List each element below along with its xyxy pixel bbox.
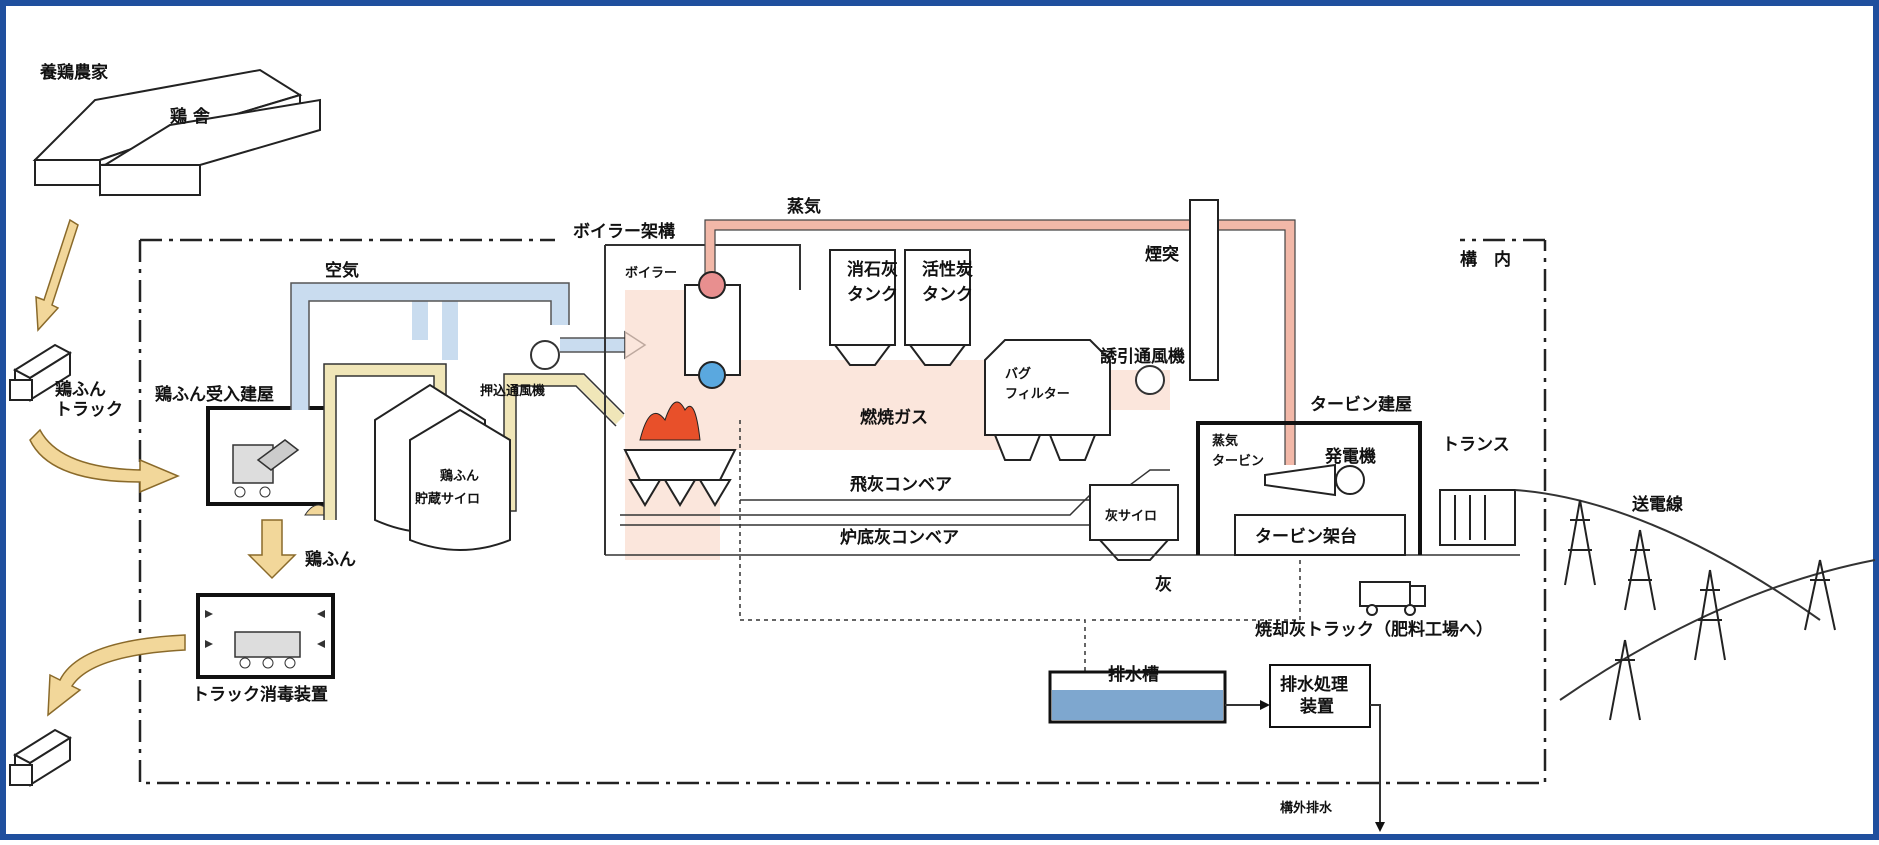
label-air: 空気 [325,260,359,281]
label-steam-turbine-1: 蒸気 [1212,433,1238,449]
label-bottom-ash-conveyor: 炉底灰コンベア [840,527,959,548]
furnace-hoppers [625,450,735,505]
label-offsite-discharge: 構外排水 [1280,800,1333,816]
outgoing-truck-icon [10,730,70,785]
label-boiler: ボイラー [625,265,677,281]
label-premises: 構 内 [1460,249,1511,270]
discharge-line [1370,705,1380,830]
label-generator: 発電機 [1324,446,1376,467]
label-ash-truck: 焼却灰トラック（肥料工場へ） [1255,619,1493,640]
label-forced-draft-fan: 押込通風機 [480,383,545,399]
henhouse-illustration [35,70,320,195]
label-storage-silo-1: 鶏ふん [440,468,479,484]
label-receiving-building: 鶏ふん受入建屋 [155,384,274,405]
storage-silos [375,385,510,550]
label-ash-silo: 灰サイロ [1105,508,1157,524]
label-wastewater-treatment-2: 装置 [1299,696,1334,717]
label-boiler-structure: ボイラー架構 [573,221,675,242]
label-induced-draft-fan: 誘引通風機 [1100,346,1185,367]
label-wastewater-treatment-1: 排水処理 [1280,674,1348,695]
label-bag-filter-2: フィルター [1005,387,1070,402]
label-steam-turbine-2: タービン [1212,453,1264,469]
chimney [1190,200,1218,380]
receiving-building [208,408,333,515]
label-storage-silo-2: 貯蔵サイロ [415,491,480,507]
label-slaked-lime-tank-b: タンク [847,285,898,305]
label-chicken-manure: 鶏ふん [305,549,356,570]
label-bag-filter-1: バグ [1005,366,1031,382]
label-activated-carbon-tank: 活性炭 [922,259,973,280]
transmission-towers [1565,500,1835,720]
label-farm: 養鶏農家 [39,62,108,83]
boiler-drums [685,272,740,388]
label-slaked-lime-tank: 消石灰 [847,259,898,280]
drain-tank-water [1052,690,1223,720]
air-duct [291,283,625,410]
induced-draft-fan-icon [1136,366,1164,394]
label-activated-carbon-tank-b: タンク [922,285,973,305]
label-fly-ash-conveyor: 飛灰コンベア [849,474,952,495]
label-steam: 蒸気 [787,196,821,217]
label-power-line: 送電線 [1632,494,1683,515]
label-turbine-base: タービン架台 [1255,526,1357,547]
label-ash: 灰 [1155,574,1172,595]
label-truck-disinfection: トラック消毒装置 [192,684,328,705]
label-transformer: トランス [1442,435,1510,455]
label-drain-tank: 排水槽 [1108,664,1159,685]
label-combustion-gas: 燃焼ガス [860,407,928,428]
label-turbine-building: タービン建屋 [1310,394,1412,415]
ash-truck-icon [1360,582,1425,615]
truck-disinfection-building [198,595,333,677]
label-manure-truck-2: トラック [55,400,123,420]
forced-draft-fan-icon [531,341,559,369]
label-manure-truck-1: 鶏ふん [55,379,106,400]
label-henhouse: 鶏 舎 [170,106,211,127]
power-line [1515,490,1875,700]
transformer [1440,490,1515,545]
label-chimney: 煙突 [1145,244,1179,265]
